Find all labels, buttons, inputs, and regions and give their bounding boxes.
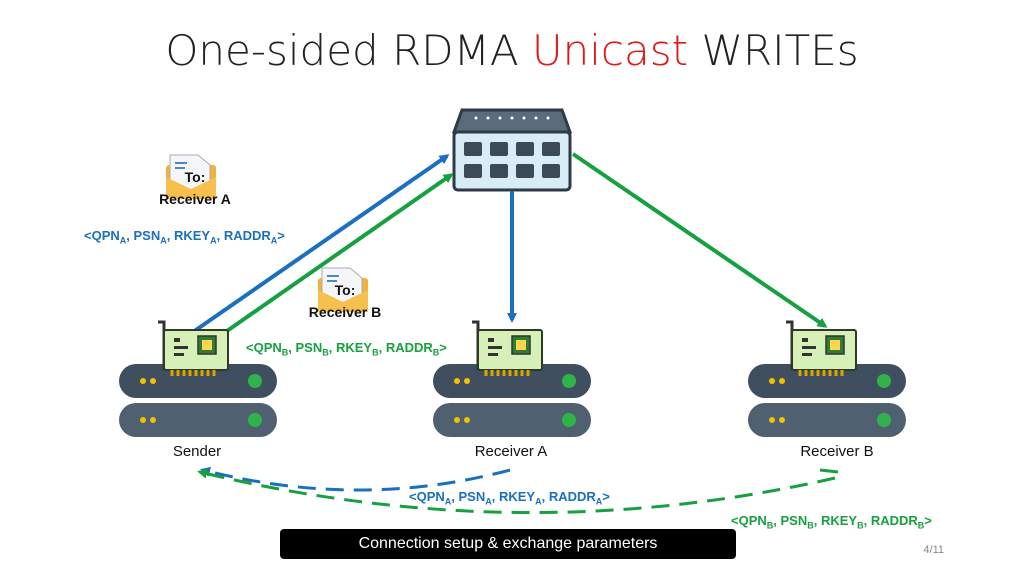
title-highlight: Unicast	[531, 26, 689, 75]
receiver-b-label: Receiver B	[800, 443, 874, 460]
switch-to-receiver-b-arrow	[571, 152, 828, 328]
params-a-top: <QPNA, PSNA, RKEYA, RADDRA>	[84, 228, 285, 246]
dashed-arrow-receiver-b	[197, 468, 836, 515]
dashed-arrow-tail-b	[819, 468, 839, 474]
network-switch-icon	[451, 108, 573, 192]
params-b-bottom: <QPNB, PSNB, RKEYB, RADDRB>	[731, 513, 932, 531]
connection-setup-banner: Connection setup & exchange parameters	[280, 529, 736, 559]
params-a-bottom: <QPNA, PSNA, RKEYA, RADDRA>	[409, 489, 610, 507]
sender-to-switch-arrow-blue	[191, 154, 450, 334]
page-number: 4/11	[923, 544, 944, 556]
envelope-a-label: To: Receiver A	[159, 169, 231, 207]
sender-to-switch-arrow-green	[212, 173, 454, 342]
receiver-a-server-icon	[433, 320, 591, 437]
receiver-a-label: Receiver A	[474, 443, 548, 460]
slide-title: One-sided RDMA Unicast WRITEs	[165, 26, 859, 75]
receiver-b-server-icon	[748, 320, 906, 437]
envelope-b-label: To: Receiver B	[308, 282, 382, 320]
sender-label: Sender	[172, 443, 222, 460]
dashed-arrow-receiver-a	[200, 466, 511, 492]
params-b-middle: <QPNB, PSNB, RKEYB, RADDRB>	[246, 340, 447, 358]
